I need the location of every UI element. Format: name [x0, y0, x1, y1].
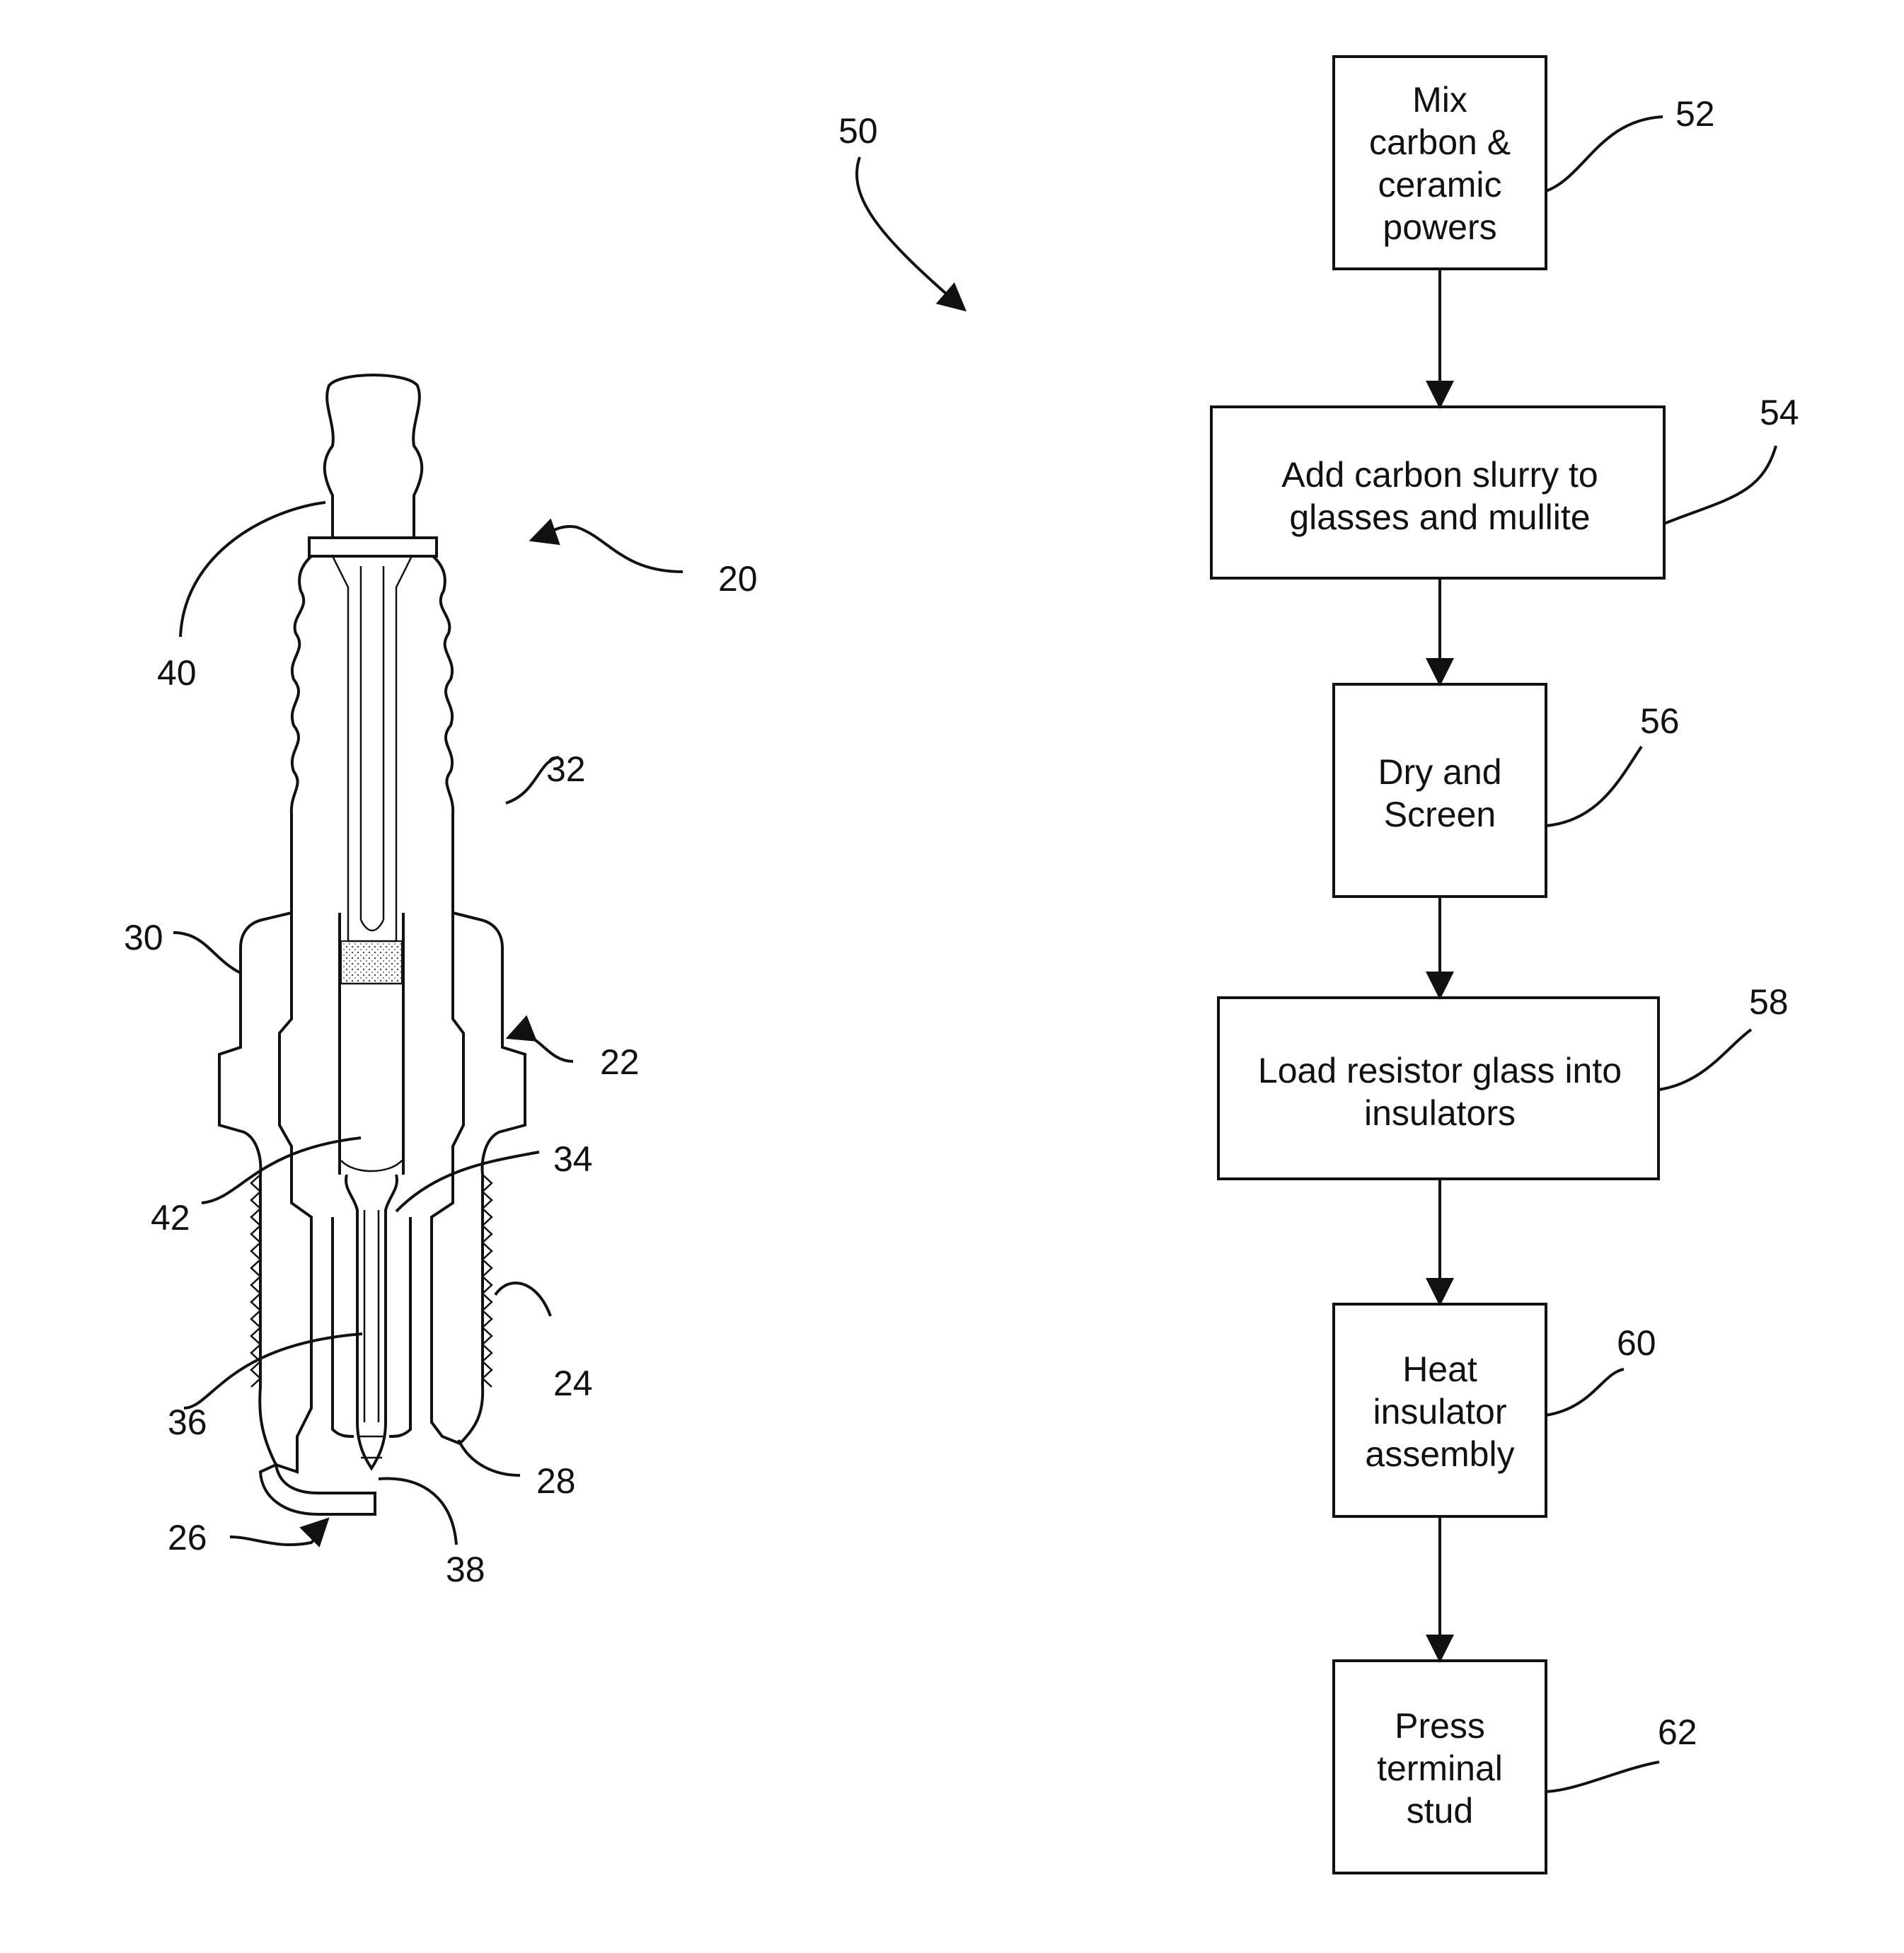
ref-28: 28	[536, 1461, 576, 1501]
ref-30: 30	[124, 918, 163, 957]
flowchart-leader	[857, 157, 962, 308]
step-56-line-1: Dry and	[1378, 752, 1501, 792]
shell-left	[219, 913, 311, 1472]
terminal-collar	[309, 538, 437, 556]
step-60-line-2: insulator	[1373, 1392, 1507, 1431]
ref-60: 60	[1617, 1323, 1656, 1363]
spark-plug-leaders	[173, 502, 683, 1545]
ref-42: 42	[151, 1198, 190, 1238]
step-52-line-1: Mix	[1412, 80, 1467, 120]
step-62-line-1: Press	[1395, 1706, 1485, 1746]
step-56-line-2: Screen	[1384, 795, 1496, 834]
resistor	[341, 941, 402, 984]
ref-26: 26	[168, 1518, 207, 1557]
step-58-line-2: insulators	[1364, 1093, 1516, 1133]
terminal-stud	[333, 556, 412, 941]
step-60-line-1: Heat	[1402, 1349, 1477, 1389]
step-leaders	[1546, 117, 1776, 1792]
step-62-line-3: stud	[1407, 1791, 1474, 1831]
ref-56: 56	[1640, 701, 1680, 741]
step-54-line-1: Add carbon slurry to	[1281, 455, 1598, 495]
ref-34: 34	[553, 1139, 593, 1179]
ref-40: 40	[157, 653, 197, 693]
ref-20: 20	[718, 559, 758, 599]
step-52-line-4: powers	[1383, 207, 1496, 247]
step-52-line-3: ceramic	[1378, 165, 1501, 204]
step-58-line-1: Load resistor glass into	[1258, 1051, 1622, 1090]
insulator-nose	[333, 1217, 410, 1436]
step-60-line-3: assembly	[1365, 1434, 1514, 1474]
ref-22: 22	[600, 1042, 640, 1082]
step-62-line-2: terminal	[1377, 1749, 1503, 1788]
center-electrode	[346, 1175, 397, 1468]
flowchart: Mix carbon & ceramic powers Add carbon s…	[1211, 57, 1664, 1873]
ref-24: 24	[553, 1364, 593, 1403]
ref-52: 52	[1675, 94, 1715, 134]
spark-plug-drawing	[219, 375, 525, 1514]
ref-50: 50	[838, 111, 878, 151]
ref-62: 62	[1658, 1712, 1697, 1752]
ref-58: 58	[1749, 982, 1789, 1022]
ref-54: 54	[1760, 393, 1799, 432]
step-52-line-2: carbon &	[1369, 122, 1511, 162]
terminal-nut	[325, 375, 422, 538]
ref-32: 32	[546, 749, 586, 789]
ground-electrode	[260, 1465, 375, 1514]
insulator-body	[292, 556, 453, 913]
ref-38: 38	[446, 1550, 485, 1589]
step-54-line-2: glasses and mullite	[1289, 497, 1590, 537]
ref-36: 36	[168, 1402, 207, 1442]
